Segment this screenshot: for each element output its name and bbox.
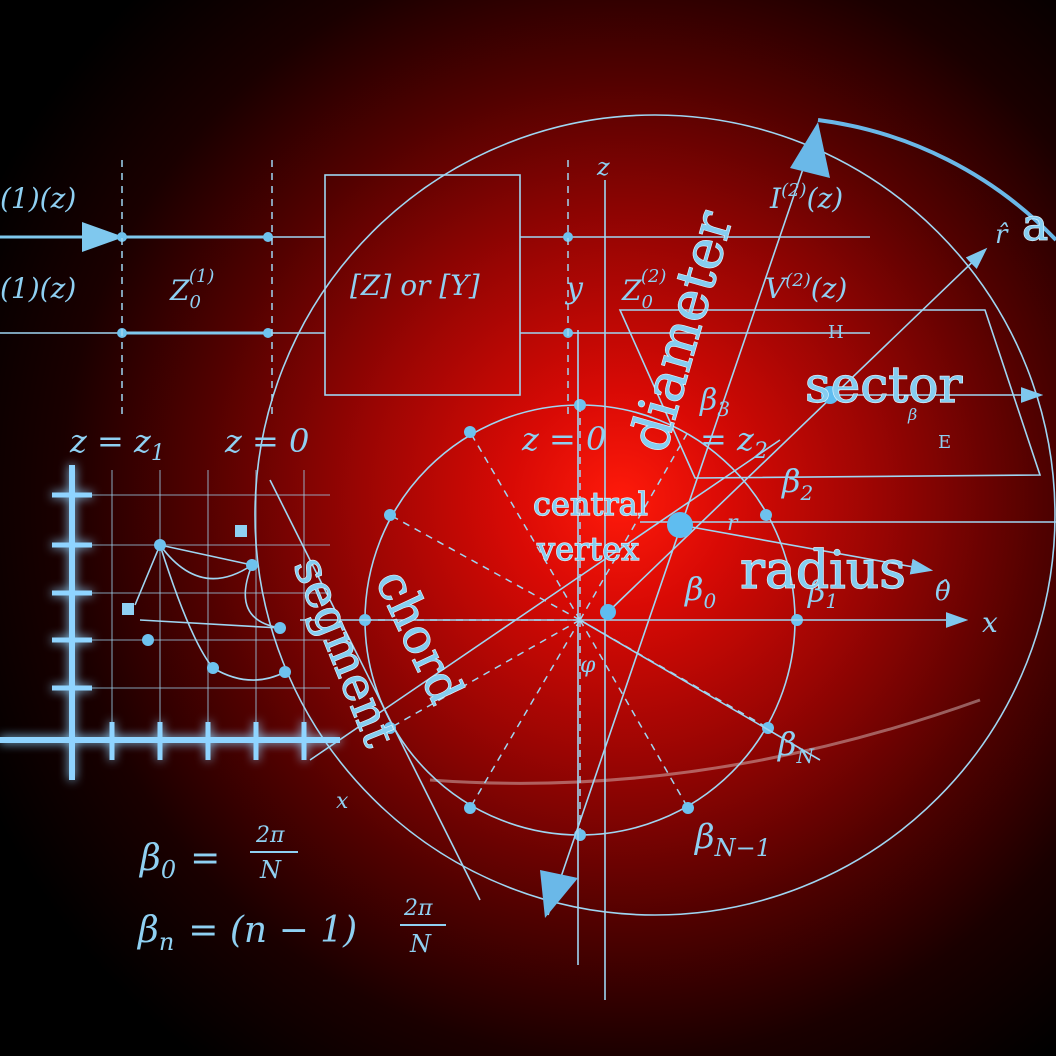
beta-small-label: β (907, 405, 917, 424)
outer-circle (254, 114, 1056, 916)
beta3-label: β3 (699, 383, 730, 421)
v1-label: (1)(z) (0, 272, 76, 305)
vertex-label: vertex (536, 530, 639, 568)
diameter-arrow-top (790, 122, 830, 178)
v2-label: V(2)(z) (765, 270, 847, 305)
x-axis-label: x (982, 606, 998, 639)
r-vector-label: r (727, 511, 739, 536)
zy-box-label: [Z] or [Y] (350, 269, 480, 302)
i1-label: (1)(z) (0, 182, 76, 215)
beta2-label: β2 (781, 462, 813, 505)
grid-graph (70, 470, 330, 740)
impedance-box (324, 174, 521, 396)
x-small-label: x (336, 789, 349, 814)
z-eq-0-center-label: z = 0 (521, 420, 606, 458)
phi-label: φ (580, 653, 596, 678)
z-axis-label: z (596, 153, 610, 181)
formula-beta0: β0= 2π N (138, 823, 298, 884)
central-vertex-dot (667, 512, 693, 538)
plane-parallelogram (618, 309, 1042, 479)
svg-text:βn= (n − 1): βn= (n − 1) (136, 910, 357, 956)
z-eq-z2-label: = z2 (700, 420, 768, 464)
sector-dot (821, 386, 839, 404)
outer-circle-highlight-arc (817, 118, 1056, 242)
betaN1-label: βN−1 (693, 817, 771, 862)
h-vector-label: H (828, 322, 844, 343)
chord-line (269, 479, 481, 901)
formula-betan: βn= (n − 1) 2π N (136, 896, 446, 958)
z-eq-z1-label: z = z1 (69, 422, 165, 466)
glowing-axes (0, 465, 340, 780)
central-label: central (533, 485, 648, 523)
svg-text:2π: 2π (255, 823, 285, 848)
svg-text:N: N (409, 930, 432, 958)
origin-dot (600, 604, 616, 620)
r-hat-label: r̂ (995, 220, 1009, 250)
secant-line (309, 439, 781, 761)
theta-hat-label: θ̂ (935, 577, 951, 607)
svg-text:2π: 2π (403, 896, 433, 921)
betaN-label: βN (777, 725, 816, 768)
sweep-arc (429, 698, 981, 785)
beta1-label: β1 (807, 575, 838, 613)
z01-label: Z0(1) (169, 266, 214, 313)
diameter-arrow-bottom (540, 870, 578, 918)
e-vector-label: E (938, 432, 951, 453)
i2-label: I(2)(z) (769, 180, 843, 215)
z02-label: Z0(2) (621, 266, 666, 313)
curve-plot (122, 525, 291, 681)
z-eq-0-label: z = 0 (224, 422, 309, 460)
svg-text:N: N (259, 856, 282, 884)
a-label: a (1022, 200, 1048, 251)
radius-ray (679, 524, 934, 575)
radius-label: radius (740, 541, 906, 601)
y-label: y (564, 271, 584, 306)
svg-text:β0=: β0= (138, 838, 220, 884)
beta0-label: β0 (684, 570, 717, 613)
lower-ray (579, 619, 821, 761)
sector-label: sector (805, 356, 962, 414)
